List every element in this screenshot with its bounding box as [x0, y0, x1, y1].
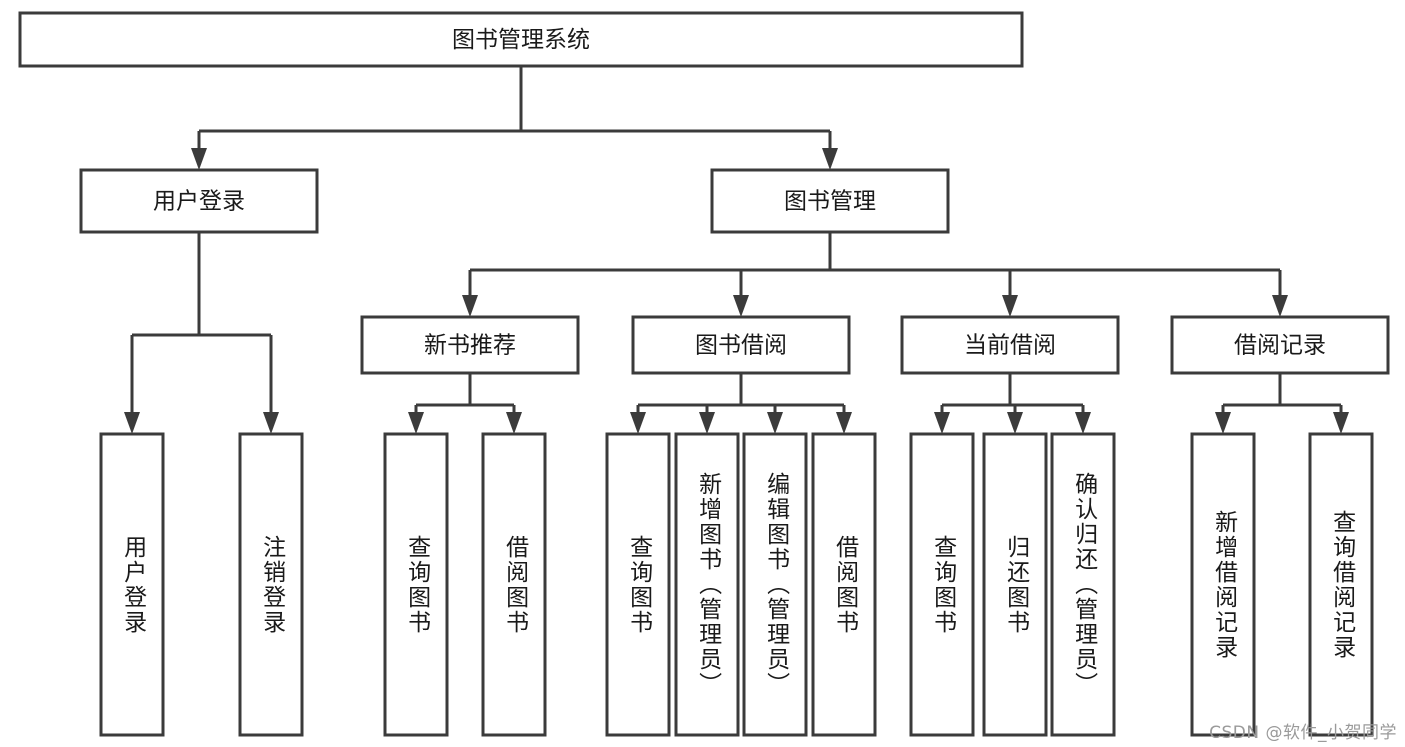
- node-leaf-5-新增图书管理员[interactable]: [674, 432, 740, 737]
- arrow-head-record-0: [1215, 412, 1231, 434]
- node-leaf-3-借阅图书[interactable]: [481, 432, 547, 737]
- node-leaf-1-注销登录[interactable]: [238, 432, 304, 737]
- node-l3-借阅记录[interactable]: [1170, 315, 1390, 375]
- arrow-head-books-2: [1002, 295, 1018, 317]
- node-l2-图书管理[interactable]: [710, 168, 950, 234]
- arrow-head-books-0: [462, 295, 478, 317]
- node-leaf-4-查询图书[interactable]: [605, 432, 671, 737]
- node-l3-当前借阅-label: 当前借阅: [964, 333, 1056, 359]
- node-l2-图书管理-label: 图书管理: [784, 189, 876, 215]
- node-leaf-2-查询图书[interactable]: [383, 432, 449, 737]
- csdn-watermark: CSDN @软件_小贺同学: [1209, 723, 1397, 743]
- arrow-head-login-1: [263, 412, 279, 434]
- arrow-head-new-books-0: [408, 412, 424, 434]
- arrow-head-borrow-1: [699, 412, 715, 434]
- arrow-head-books-3: [1272, 295, 1288, 317]
- arrow-head-borrow-2: [767, 412, 783, 434]
- node-l2-用户登录-label: 用户登录: [153, 189, 245, 215]
- arrow-head-root-0: [191, 148, 207, 170]
- arrow-head-current-2: [1075, 412, 1091, 434]
- node-leaf-7-借阅图书[interactable]: [811, 432, 877, 737]
- arrow-head-current-0: [934, 412, 950, 434]
- node-root-图书管理系统[interactable]: [18, 11, 1024, 68]
- connector-layer: [124, 66, 1349, 434]
- node-l3-图书借阅-label: 图书借阅: [695, 333, 787, 359]
- node-root-图书管理系统-label: 图书管理系统: [452, 27, 590, 53]
- arrow-head-new-books-1: [506, 412, 522, 434]
- node-l3-新书推荐-label: 新书推荐: [424, 333, 516, 359]
- node-l3-图书借阅[interactable]: [631, 315, 851, 375]
- node-leaf-12-查询借阅记录[interactable]: [1308, 432, 1374, 737]
- node-l3-当前借阅[interactable]: [900, 315, 1120, 375]
- node-leaf-9-归还图书[interactable]: [982, 432, 1048, 737]
- node-leaf-11-新增借阅记录[interactable]: [1190, 432, 1256, 737]
- arrow-head-borrow-0: [630, 412, 646, 434]
- node-leaf-6-编辑图书管理员[interactable]: [742, 432, 808, 737]
- node-leaf-0-用户登录[interactable]: [99, 432, 165, 737]
- arrow-head-record-1: [1333, 412, 1349, 434]
- arrow-head-current-1: [1007, 412, 1023, 434]
- arrow-head-borrow-3: [836, 412, 852, 434]
- node-leaf-10-确认归还管理员[interactable]: [1050, 432, 1116, 737]
- node-l3-新书推荐[interactable]: [360, 315, 580, 375]
- arrow-head-books-1: [733, 295, 749, 317]
- node-leaf-8-查询图书[interactable]: [909, 432, 975, 737]
- node-l2-用户登录[interactable]: [79, 168, 319, 234]
- arrow-head-login-0: [124, 412, 140, 434]
- arrow-head-root-1: [822, 148, 838, 170]
- node-box-layer: [18, 11, 1390, 737]
- node-l3-借阅记录-label: 借阅记录: [1234, 333, 1326, 359]
